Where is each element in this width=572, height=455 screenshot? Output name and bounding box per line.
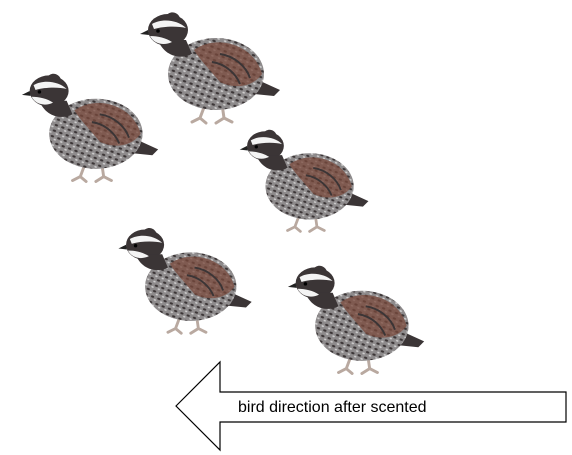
arrow-label: bird direction after scented [238, 398, 427, 418]
quail-3-icon [232, 122, 378, 236]
quail-2-icon [18, 64, 164, 188]
quail-4-icon [112, 220, 260, 338]
